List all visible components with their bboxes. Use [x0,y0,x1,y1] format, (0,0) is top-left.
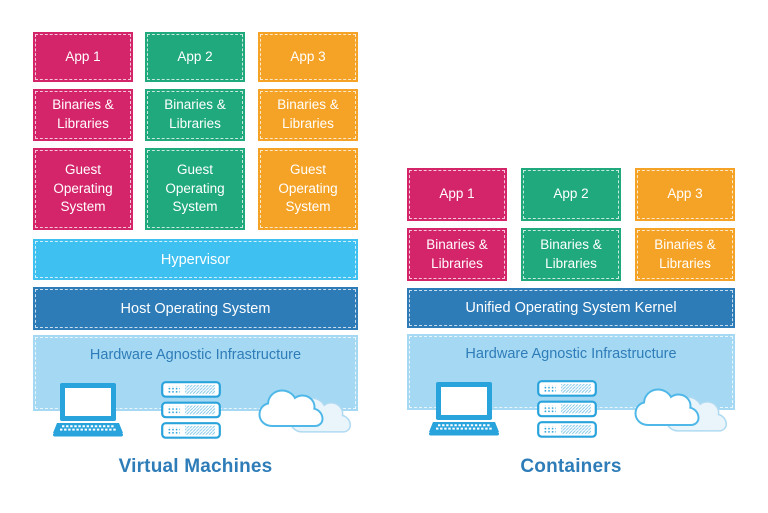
vm-binaries2-box: Binaries & Libraries [145,89,245,141]
server-icon [537,380,597,438]
ct-app2-label: App 2 [553,186,589,202]
ct-app3-label: App 3 [667,186,703,202]
vm-app1-label: App 1 [65,48,101,64]
ct-app1-label: App 1 [439,186,475,202]
containers-stack: App 1 App 2 App 3 Binaries & Libraries B… [407,0,735,513]
hypervisor-label: Hypervisor [160,251,231,268]
virtual-machines-stack: App 1 App 2 App 3 Binaries & Libraries B… [33,0,358,513]
ct-binaries2-box: Binaries & Libraries [521,228,621,281]
cloud-icon [634,388,728,432]
hypervisor-bar: Hypervisor [33,239,358,280]
server-icon [161,381,221,439]
ct-infrastructure-label: Hardware Agnostic Infrastructure [465,346,677,362]
virtual-machines-caption: Virtual Machines [118,456,273,477]
vm-binaries3-label: Binaries & Libraries [277,97,339,131]
ct-app1-box: App 1 [407,168,507,221]
ct-binaries3-label: Binaries & Libraries [654,236,716,271]
vm-app2-box: App 2 [145,32,245,82]
host-os-label: Host Operating System [120,300,271,317]
vm-binaries1-box: Binaries & Libraries [33,89,133,141]
vm-app3-box: App 3 [258,32,358,82]
vm-guestos3-label: Guest Operating System [278,162,338,215]
unified-kernel-label: Unified Operating System Kernel [465,300,677,316]
vm-app2-label: App 2 [177,48,213,64]
vm-guestos3-box: Guest Operating System [258,148,358,230]
vm-infrastructure-label: Hardware Agnostic Infrastructure [89,347,302,363]
vm-guestos2-label: Guest Operating System [165,162,225,215]
laptop-icon [429,382,499,436]
ct-app3-box: App 3 [635,168,735,221]
host-os-bar: Host Operating System [33,287,358,330]
cloud-icon [258,389,352,433]
vm-binaries2-label: Binaries & Libraries [164,97,226,131]
ct-binaries2-label: Binaries & Libraries [540,236,602,271]
laptop-icon [53,383,123,437]
unified-kernel-bar: Unified Operating System Kernel [407,288,735,328]
vm-guestos1-label: Guest Operating System [53,162,113,215]
ct-app2-box: App 2 [521,168,621,221]
vm-guestos2-box: Guest Operating System [145,148,245,230]
vm-guestos1-box: Guest Operating System [33,148,133,230]
ct-binaries1-label: Binaries & Libraries [426,236,488,271]
containers-caption: Containers [520,456,622,477]
vm-binaries3-box: Binaries & Libraries [258,89,358,141]
vm-app1-box: App 1 [33,32,133,82]
ct-binaries1-box: Binaries & Libraries [407,228,507,281]
vm-binaries1-label: Binaries & Libraries [52,97,114,131]
ct-binaries3-box: Binaries & Libraries [635,228,735,281]
vm-app3-label: App 3 [290,48,326,64]
